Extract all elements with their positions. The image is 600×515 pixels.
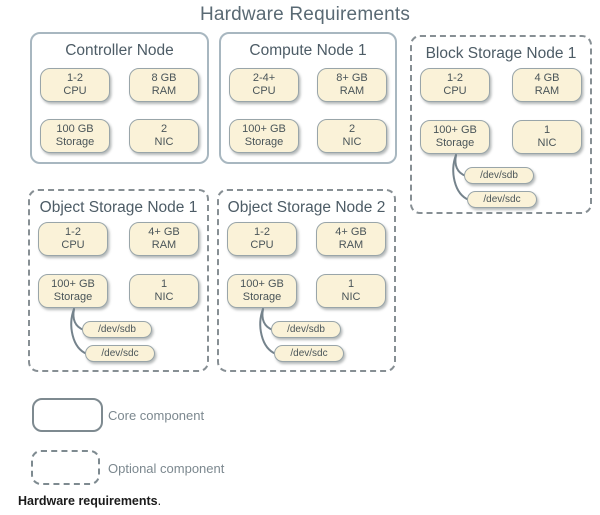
- ram-label: RAM: [151, 85, 177, 97]
- node-object-storage-2-title: Object Storage Node 2: [227, 199, 386, 216]
- nic-box: 2 NIC: [129, 119, 199, 153]
- nic-value: 1: [347, 278, 355, 290]
- diagram-title: Hardware Requirements: [199, 4, 411, 25]
- cpu-box: 1-2 CPU: [40, 68, 110, 102]
- cpu-box: 1-2 CPU: [227, 222, 297, 256]
- storage-box: 100+ GB Storage: [229, 119, 299, 153]
- storage-box: 100+ GB Storage: [227, 274, 297, 308]
- node-object-storage-1-title: Object Storage Node 1: [39, 199, 198, 216]
- ram-label: RAM: [151, 239, 177, 251]
- nic-label: NIC: [154, 136, 174, 148]
- nic-value: 1: [543, 124, 551, 136]
- figure-caption: Hardware requirements.: [18, 494, 161, 508]
- cpu-box: 2-4+ CPU: [229, 68, 299, 102]
- component-grid: 1-2 CPU 8 GB RAM 100 GB Storage 2 NIC: [40, 68, 199, 153]
- storage-value: 100+ GB: [242, 123, 286, 135]
- cpu-value: 1-2: [67, 72, 83, 84]
- ram-box: 4+ GB RAM: [129, 222, 199, 256]
- legend-optional-label: Optional component: [108, 461, 225, 476]
- nic-box: 1 NIC: [512, 120, 582, 154]
- storage-value: 100+ GB: [51, 278, 95, 290]
- cpu-label: CPU: [443, 85, 467, 97]
- cpu-label: CPU: [250, 239, 274, 251]
- nic-label: NIC: [342, 136, 362, 148]
- ram-value: 4 GB: [534, 72, 560, 84]
- node-controller: Controller Node 1-2 CPU 8 GB RAM 100 GB …: [30, 32, 209, 164]
- node-block-storage-1-title: Block Storage Node 1: [425, 45, 577, 62]
- ram-label: RAM: [534, 85, 560, 97]
- node-object-storage-1: Object Storage Node 1 1-2 CPU 4+ GB RAM …: [28, 189, 209, 372]
- node-compute-1: Compute Node 1 2-4+ CPU 8+ GB RAM 100+ G…: [219, 32, 397, 164]
- nic-value: 2: [160, 123, 168, 135]
- nic-box: 1 NIC: [129, 274, 199, 308]
- storage-label: Storage: [53, 291, 93, 303]
- node-block-storage-1: Block Storage Node 1 1-2 CPU 4 GB RAM 10…: [410, 35, 592, 214]
- figure-caption-period: .: [157, 494, 162, 508]
- ram-value: 8+ GB: [336, 72, 368, 84]
- disk-sdc: /dev/sdc: [85, 345, 155, 362]
- disk-sdc: /dev/sdc: [274, 345, 344, 362]
- storage-value: 100 GB: [56, 123, 94, 135]
- ram-value: 4+ GB: [148, 226, 180, 238]
- ram-value: 4+ GB: [335, 226, 367, 238]
- node-compute-1-title: Compute Node 1: [249, 42, 367, 59]
- disk-sdb: /dev/sdb: [82, 321, 152, 338]
- figure-caption-text: Hardware requirements: [18, 494, 158, 508]
- node-controller-title: Controller Node: [65, 42, 174, 59]
- nic-value: 1: [160, 278, 168, 290]
- nic-value: 2: [348, 123, 356, 135]
- legend-core-swatch: [32, 398, 103, 432]
- nic-label: NIC: [154, 291, 174, 303]
- ram-box: 8+ GB RAM: [317, 68, 387, 102]
- cpu-value: 1-2: [254, 226, 270, 238]
- legend-optional-swatch: [31, 450, 100, 485]
- cpu-value: 2-4+: [252, 72, 276, 84]
- component-grid: 1-2 CPU 4+ GB RAM 100+ GB Storage 1 NIC: [38, 222, 199, 308]
- ram-box: 4 GB RAM: [512, 68, 582, 102]
- cpu-label: CPU: [252, 85, 276, 97]
- cpu-value: 1-2: [447, 72, 463, 84]
- ram-box: 4+ GB RAM: [316, 222, 386, 256]
- cpu-box: 1-2 CPU: [420, 68, 490, 102]
- storage-label: Storage: [244, 136, 284, 148]
- disk-sdb: /dev/sdb: [271, 321, 341, 338]
- nic-label: NIC: [537, 137, 557, 149]
- cpu-box: 1-2 CPU: [38, 222, 108, 256]
- component-grid: 1-2 CPU 4 GB RAM 100+ GB Storage 1 NIC: [420, 68, 582, 154]
- storage-label: Storage: [55, 136, 95, 148]
- component-grid: 1-2 CPU 4+ GB RAM 100+ GB Storage 1 NIC: [227, 222, 386, 308]
- nic-label: NIC: [341, 291, 361, 303]
- nic-box: 1 NIC: [316, 274, 386, 308]
- ram-box: 8 GB RAM: [129, 68, 199, 102]
- storage-box: 100+ GB Storage: [38, 274, 108, 308]
- storage-value: 100+ GB: [240, 278, 284, 290]
- component-grid: 2-4+ CPU 8+ GB RAM 100+ GB Storage 2 NIC: [229, 68, 387, 153]
- legend-core-label: Core component: [108, 408, 205, 423]
- cpu-label: CPU: [61, 239, 85, 251]
- storage-box: 100+ GB Storage: [420, 120, 490, 154]
- storage-box: 100 GB Storage: [40, 119, 110, 153]
- disk-sdc: /dev/sdc: [467, 191, 537, 208]
- node-object-storage-2: Object Storage Node 2 1-2 CPU 4+ GB RAM …: [217, 189, 396, 372]
- storage-label: Storage: [242, 291, 282, 303]
- cpu-value: 1-2: [65, 226, 81, 238]
- disk-sdb: /dev/sdb: [464, 167, 534, 184]
- nic-box: 2 NIC: [317, 119, 387, 153]
- storage-label: Storage: [435, 137, 475, 149]
- ram-value: 8 GB: [151, 72, 177, 84]
- storage-value: 100+ GB: [433, 124, 477, 136]
- cpu-label: CPU: [63, 85, 87, 97]
- ram-label: RAM: [338, 239, 364, 251]
- ram-label: RAM: [339, 85, 365, 97]
